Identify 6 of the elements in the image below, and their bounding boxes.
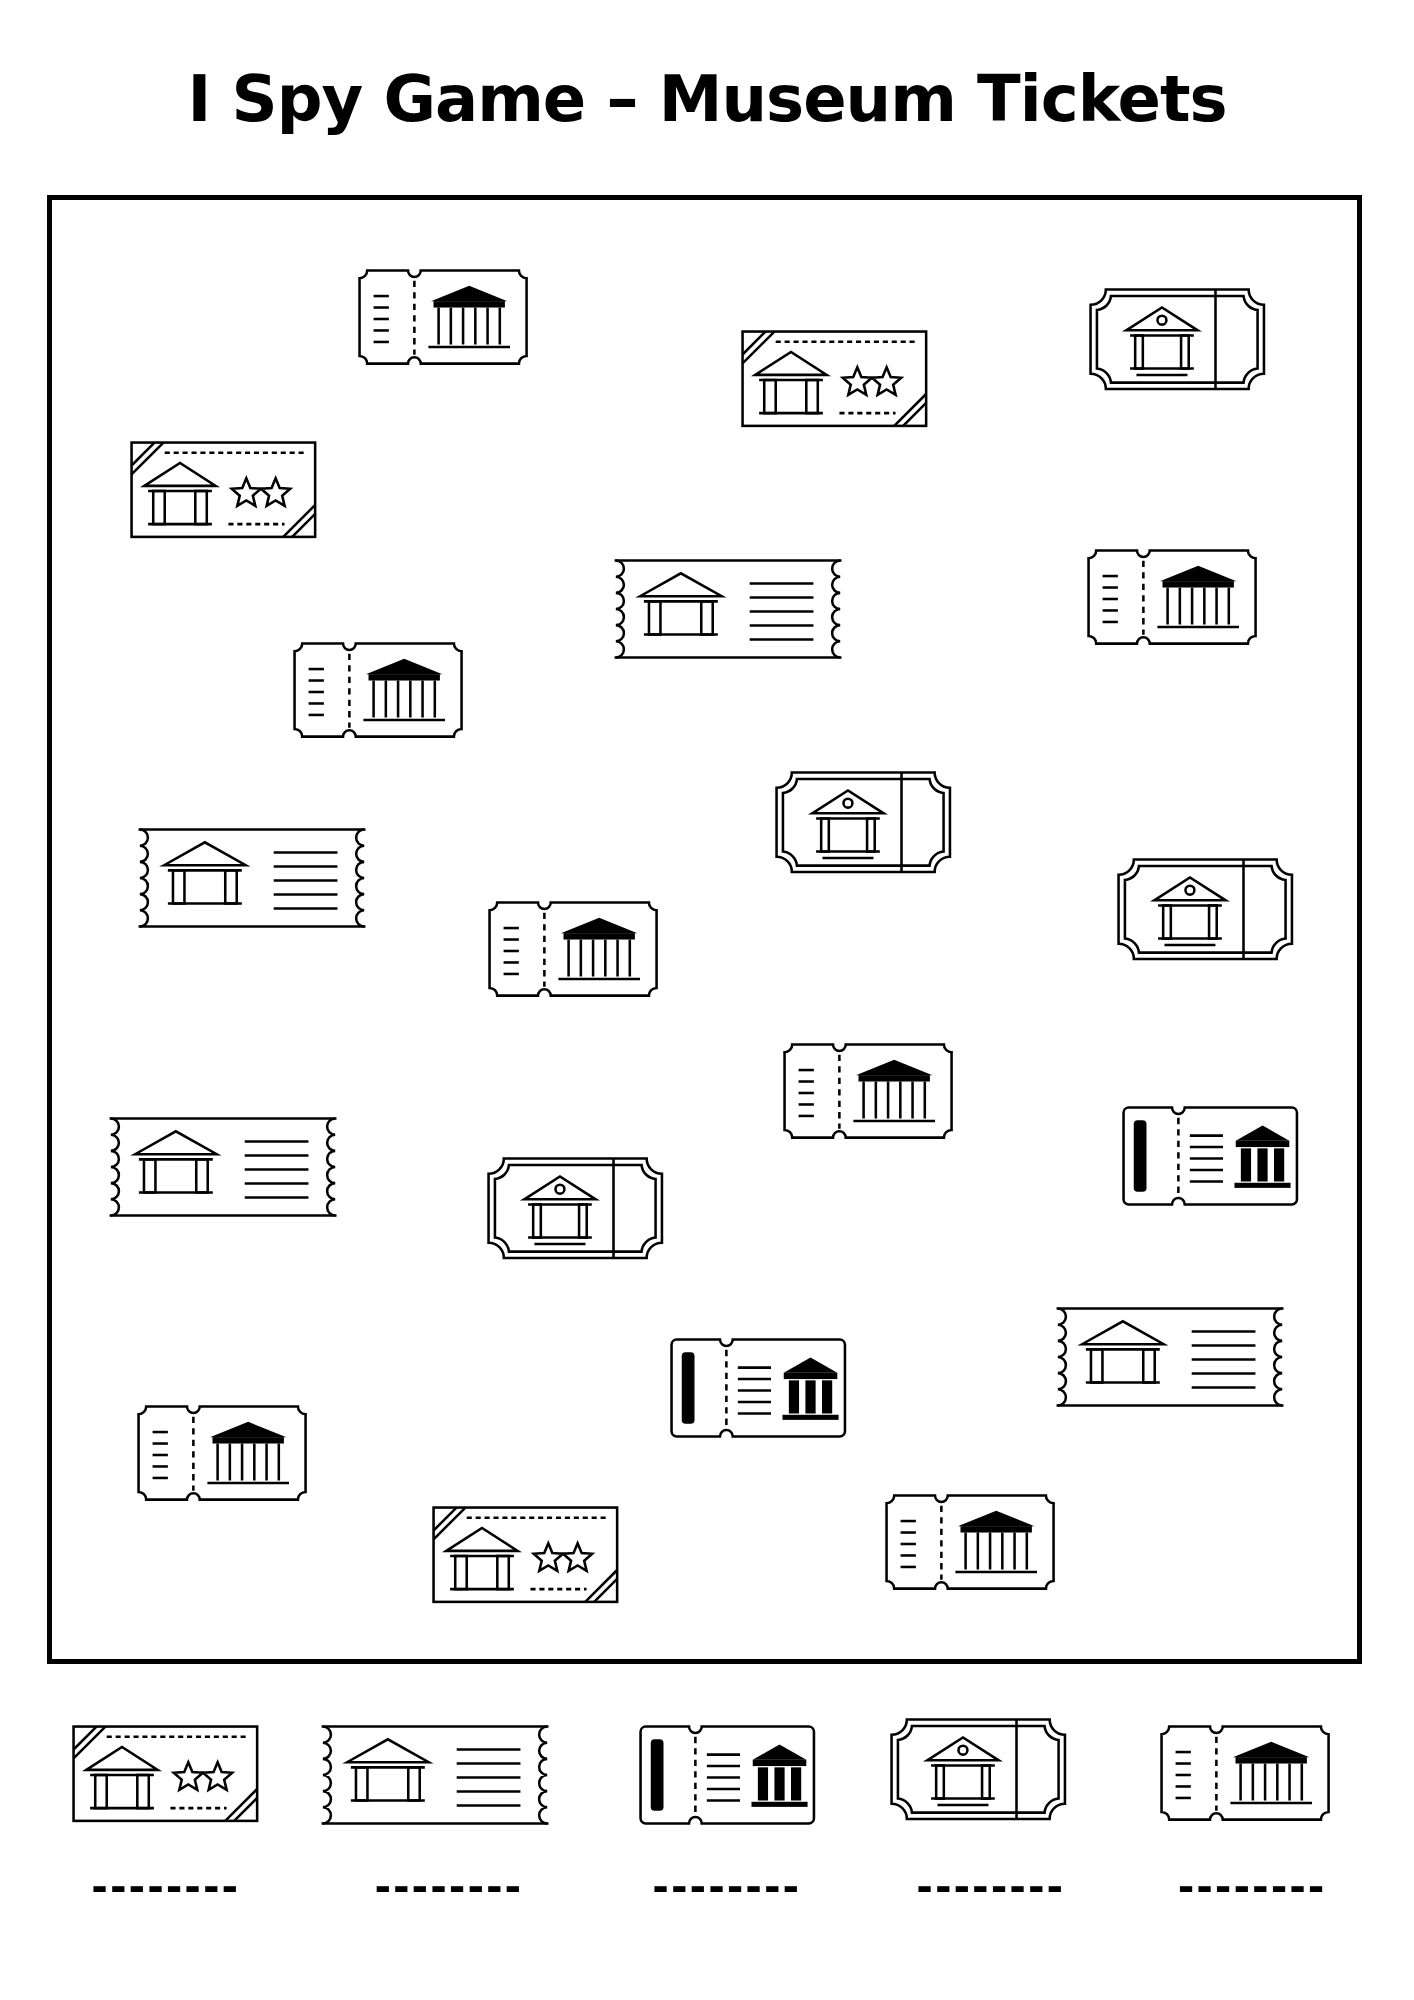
fill-in-line: -------- xyxy=(916,1864,1066,1911)
fill-in-line: -------- xyxy=(91,1864,241,1911)
worksheet-title: I Spy Game – Museum Tickets xyxy=(187,62,1227,136)
fill-in-line: -------- xyxy=(1177,1864,1327,1911)
fill-in-line: -------- xyxy=(652,1864,802,1911)
fill-in-line: -------- xyxy=(374,1864,524,1911)
